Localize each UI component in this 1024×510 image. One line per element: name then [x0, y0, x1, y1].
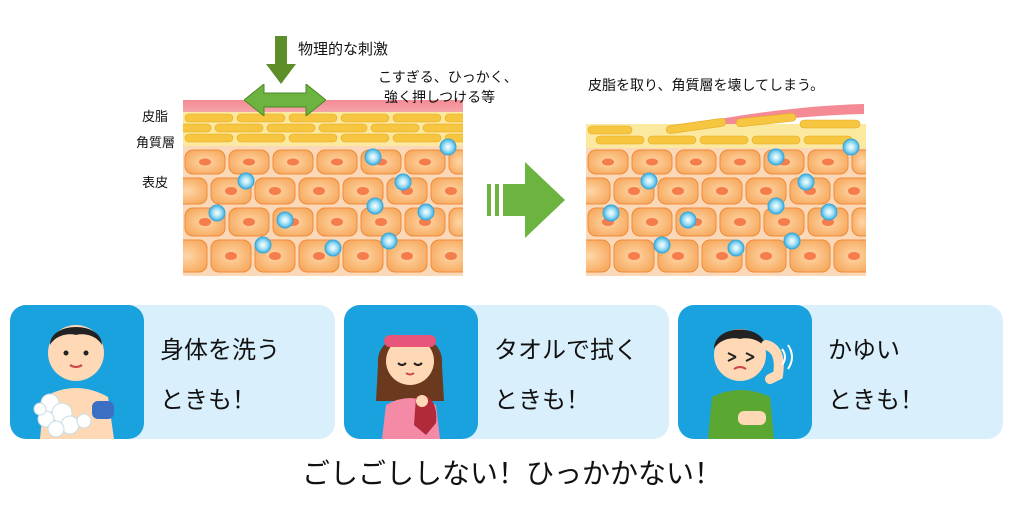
- card-line-2: ときも！: [494, 386, 590, 414]
- card-line-2: ときも！: [160, 386, 256, 414]
- card-itching: かゆい ときも！: [678, 305, 1003, 439]
- card-towel-drying-text: タオルで拭く ときも！: [494, 325, 638, 425]
- card-washing-body-text: 身体を洗う ときも！: [160, 325, 280, 425]
- card-itching-text: かゆい ときも！: [828, 325, 924, 425]
- force-note-line-2: 強く押しつける等: [384, 90, 496, 106]
- itching-icon: [678, 305, 812, 439]
- stratum-corneum-layer: [183, 112, 463, 146]
- label-stratum-corneum: 角質層: [136, 136, 176, 151]
- down-arrow-icon: [266, 36, 296, 88]
- label-epidermis: 表皮: [142, 176, 169, 191]
- left-right-arrow-icon: [243, 82, 327, 120]
- force-note-line-1: こすぎる、ひっかく、: [378, 70, 518, 86]
- card-towel-drying: タオルで拭く ときも！: [344, 305, 669, 439]
- card-line-1: タオルで拭く: [494, 336, 638, 364]
- card-line-1: かゆい: [828, 336, 900, 364]
- skin-cross-section-healthy: [183, 100, 463, 276]
- slogan: ごしごししない！ひっかかない！: [301, 457, 722, 490]
- card-line-1: 身体を洗う: [160, 336, 280, 364]
- washing-body-icon: [10, 305, 144, 439]
- damage-note: 皮脂を取り、角質層を壊してしまう。: [588, 78, 825, 94]
- damaged-corneum: [586, 112, 866, 148]
- card-washing-body: 身体を洗う ときも！: [10, 305, 335, 439]
- force-label: 物理的な刺激: [298, 40, 389, 58]
- towel-drying-icon: [344, 305, 478, 439]
- result-arrow-icon: [487, 162, 565, 242]
- skin-cross-section-damaged: [586, 100, 866, 276]
- label-sebum: 皮脂: [142, 110, 169, 125]
- card-line-2: ときも！: [828, 386, 924, 414]
- langerhans-cells: [208, 138, 457, 257]
